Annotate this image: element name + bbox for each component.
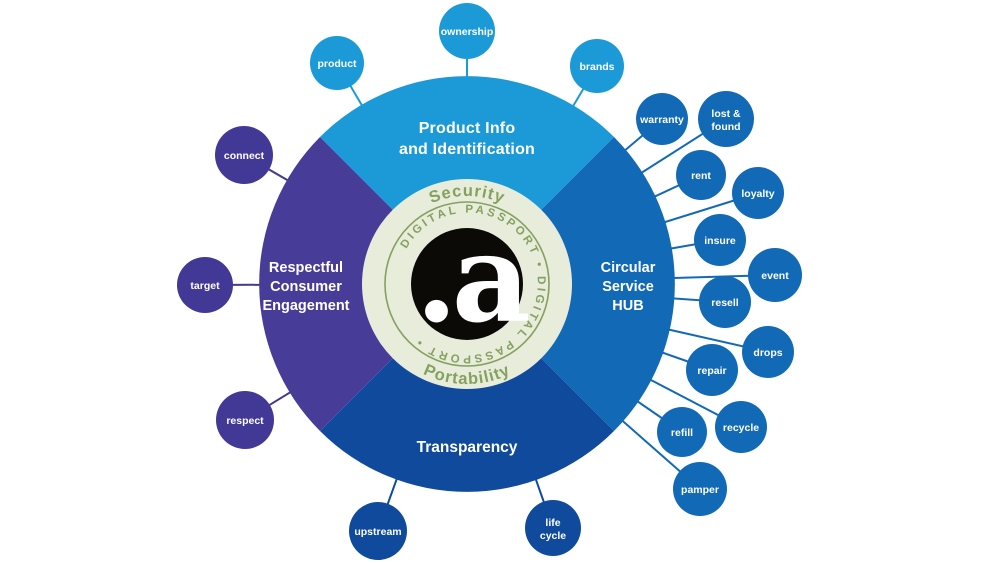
satellite-respect: respect bbox=[216, 391, 274, 449]
svg-text:event: event bbox=[761, 270, 789, 282]
svg-text:Transparency: Transparency bbox=[417, 439, 518, 456]
svg-text:connect: connect bbox=[224, 150, 265, 162]
satellite-recycle: recycle bbox=[715, 401, 767, 453]
quadrant-top-label: Product Info and Identification bbox=[399, 120, 535, 158]
satellite-target: target bbox=[177, 257, 233, 313]
svg-text:pamper: pamper bbox=[681, 484, 719, 496]
quadrant-left-label: Respectful Consumer Engagement bbox=[262, 260, 349, 314]
svg-text:Product Info: Product Info bbox=[419, 120, 516, 137]
satellite-lost-and-found: lost & found bbox=[698, 91, 754, 147]
quadrant-right-label: Circular Service HUB bbox=[601, 260, 656, 314]
satellite-event: event bbox=[748, 248, 802, 302]
svg-text:recycle: recycle bbox=[723, 422, 759, 434]
satellite-product: product bbox=[310, 36, 364, 90]
satellite-connect: connect bbox=[215, 126, 273, 184]
svg-text:cycle: cycle bbox=[540, 530, 566, 542]
svg-text:drops: drops bbox=[753, 347, 782, 359]
svg-text:respect: respect bbox=[226, 415, 264, 427]
satellite-life-cycle: life cycle bbox=[525, 500, 581, 556]
dot-a-logo: .a bbox=[415, 206, 528, 350]
svg-text:lost &: lost & bbox=[711, 108, 741, 120]
satellite-brands: brands bbox=[570, 39, 624, 93]
svg-text:insure: insure bbox=[704, 235, 736, 247]
svg-text:ownership: ownership bbox=[441, 26, 494, 38]
svg-text:refill: refill bbox=[671, 427, 693, 439]
svg-text:loyalty: loyalty bbox=[741, 188, 774, 200]
satellite-refill: refill bbox=[657, 407, 707, 457]
satellite-warranty: warranty bbox=[636, 93, 688, 145]
svg-text:product: product bbox=[317, 58, 357, 70]
svg-text:Respectful: Respectful bbox=[269, 260, 343, 276]
quadrant-bottom-label: Transparency bbox=[417, 439, 518, 456]
svg-text:resell: resell bbox=[711, 297, 739, 309]
logo-circle bbox=[411, 228, 523, 340]
satellite-insure: insure bbox=[694, 214, 746, 266]
svg-text:brands: brands bbox=[579, 61, 614, 73]
svg-text:upstream: upstream bbox=[354, 526, 401, 538]
svg-text:Consumer: Consumer bbox=[270, 279, 342, 295]
stamp-outer-ring bbox=[384, 201, 550, 367]
satellite-rent: rent bbox=[676, 150, 726, 200]
satellite-upstream: upstream bbox=[349, 502, 407, 560]
svg-text:life: life bbox=[545, 517, 560, 529]
satellite-ownership: ownership bbox=[439, 3, 495, 59]
svg-text:and Identification: and Identification bbox=[399, 141, 535, 158]
satellite-resell: resell bbox=[699, 276, 751, 328]
satellite-pamper: pamper bbox=[673, 462, 727, 516]
svg-text:warranty: warranty bbox=[639, 114, 684, 126]
svg-text:HUB: HUB bbox=[612, 298, 643, 314]
svg-text:Engagement: Engagement bbox=[262, 298, 349, 314]
svg-text:Service: Service bbox=[602, 279, 654, 295]
satellite-drops: drops bbox=[742, 326, 794, 378]
svg-text:repair: repair bbox=[697, 365, 726, 377]
svg-text:target: target bbox=[190, 280, 220, 292]
satellite-repair: repair bbox=[686, 344, 738, 396]
svg-text:Circular: Circular bbox=[601, 260, 656, 276]
svg-text:found: found bbox=[711, 121, 740, 133]
satellite-loyalty: loyalty bbox=[732, 167, 784, 219]
svg-text:rent: rent bbox=[691, 170, 711, 182]
